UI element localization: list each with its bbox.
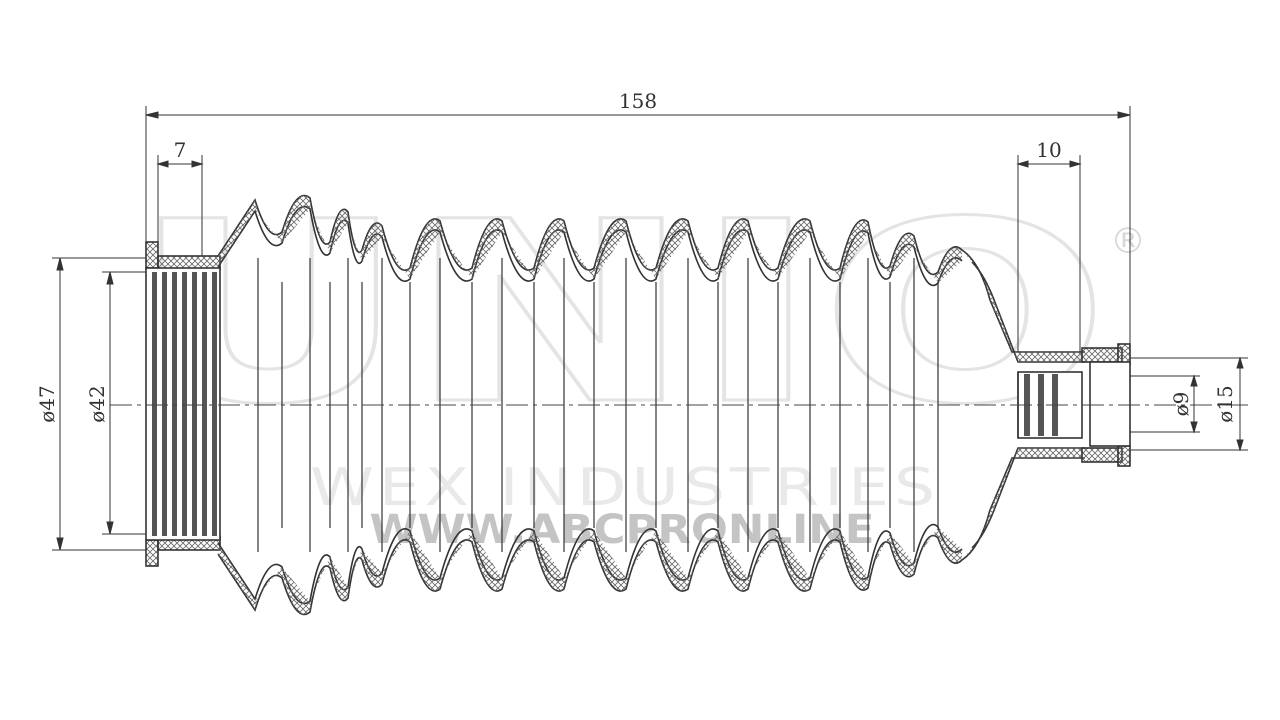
dimension-o9-label: ø9 xyxy=(1169,392,1193,417)
bellows-wall-hatch-bottom xyxy=(218,527,962,615)
bellows-boot xyxy=(145,194,1131,616)
bellows-wall-hatch-top xyxy=(218,195,962,283)
watermark-brand: UNIO xyxy=(130,168,1110,459)
collar-rib xyxy=(182,272,187,536)
dimension-158-label: 158 xyxy=(619,89,657,113)
taper-cone xyxy=(961,249,1085,561)
collar-rib xyxy=(162,272,167,536)
dimension-10-label: 10 xyxy=(1036,138,1061,162)
dimension-overall-length: 158 xyxy=(145,89,1131,344)
dimension-7-label: 7 xyxy=(174,138,187,162)
watermark-company: WEX INDUSTRIES xyxy=(310,458,940,518)
watermark-registered: ® xyxy=(1110,221,1146,262)
dimension-o47-label: ø47 xyxy=(35,385,59,423)
dimension-inner-diameter-small: ø9 xyxy=(1130,374,1200,434)
collar-rib xyxy=(202,272,207,536)
dimension-outer-diameter-small: ø15 xyxy=(1130,356,1248,452)
collar-rib xyxy=(152,272,157,536)
watermark-website: WWW.ABCPRONLINE xyxy=(370,507,875,553)
dimension-left-collar: 7 xyxy=(156,138,204,256)
dimension-right-collar: 10 xyxy=(1016,138,1082,352)
collar-rib xyxy=(192,272,197,536)
left-collar xyxy=(145,241,221,567)
dimension-inner-diameter-large: ø42 xyxy=(85,271,146,535)
collar-rib xyxy=(212,272,217,536)
dimension-o42-label: ø42 xyxy=(85,385,109,423)
collar-rib xyxy=(172,272,177,536)
collar-ribs xyxy=(152,272,217,536)
dimension-outer-diameter-large: ø47 xyxy=(35,257,146,551)
dimension-o15-label: ø15 xyxy=(1213,385,1237,423)
